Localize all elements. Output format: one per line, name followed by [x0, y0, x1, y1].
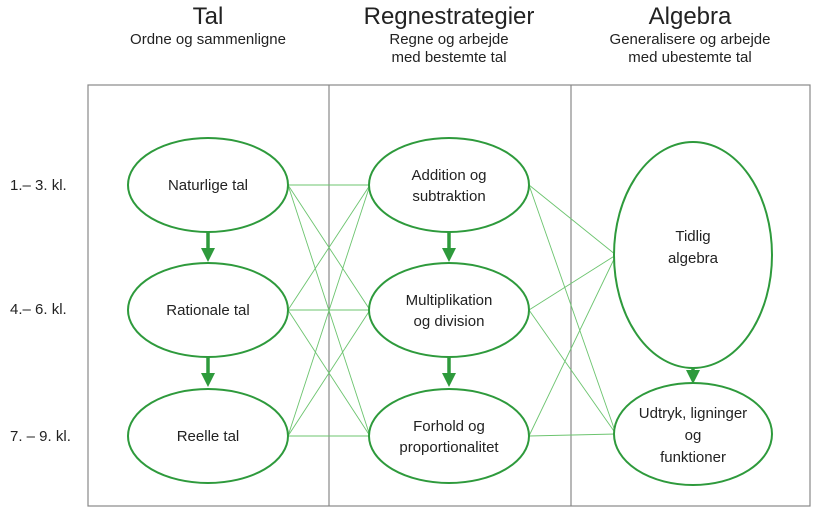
- column-subtitle-regnestrategier-1: Regne og arbejde: [389, 31, 508, 48]
- node-reelle-tal: Reelle tal: [127, 388, 289, 484]
- node-multiplikation-division: Multiplikation og division: [368, 262, 530, 358]
- node-udtryk-label-2: og: [685, 427, 702, 444]
- node-tidlig-algebra: Tidlig algebra: [613, 141, 773, 369]
- node-multiplikation-label-2: og division: [414, 313, 485, 330]
- connector-forhold-tidlig: [528, 254, 617, 437]
- node-tidlig-label-2: algebra: [668, 250, 719, 267]
- connector-addition-tidlig: [528, 184, 617, 256]
- connector-rationale-addition: [287, 184, 371, 311]
- connector-multiplikation-udtryk: [528, 309, 617, 435]
- row-label-1-3: 1.– 3. kl.: [10, 177, 67, 194]
- node-rationale-tal-label: Rationale tal: [166, 302, 249, 319]
- connector-addition-udtryk: [528, 184, 617, 435]
- node-forhold-label-2: proportionalitet: [399, 439, 499, 456]
- node-tidlig-label-1: Tidlig: [675, 228, 710, 245]
- connector-reelle-multiplikation: [287, 309, 371, 437]
- node-naturlige-tal-label: Naturlige tal: [168, 177, 248, 194]
- node-naturlige-tal: Naturlige tal: [127, 137, 289, 233]
- connector-reelle-addition: [287, 184, 371, 437]
- node-addition-label-1: Addition og: [411, 167, 486, 184]
- node-rationale-tal: Rationale tal: [127, 262, 289, 358]
- column-subtitle-algebra-1: Generalisere og arbejde: [610, 31, 771, 48]
- column-title-algebra: Algebra: [649, 3, 732, 30]
- column-subtitle-tal: Ordne og sammenligne: [130, 31, 286, 48]
- node-addition-label-2: subtraktion: [412, 188, 485, 205]
- diagram-frame: [87, 84, 811, 507]
- arrow-rationale-to-reelle: [201, 357, 215, 387]
- arrow-multiplikation-to-forhold: [442, 357, 456, 387]
- column-title-regnestrategier: Regnestrategier: [364, 3, 535, 30]
- node-udtryk-ligninger-funktioner: Udtryk, ligninger og funktioner: [613, 382, 773, 486]
- node-addition-subtraktion: Addition og subtraktion: [368, 137, 530, 233]
- node-udtryk-label-3: funktioner: [660, 449, 726, 466]
- arrow-naturlige-to-rationale: [201, 232, 215, 262]
- node-multiplikation-label-1: Multiplikation: [406, 292, 493, 309]
- column-subtitle-algebra-2: med ubestemte tal: [628, 49, 751, 66]
- column-subtitle-regnestrategier-2: med bestemte tal: [391, 49, 506, 66]
- column-title-tal: Tal: [193, 3, 224, 30]
- connector-multiplikation-tidlig: [528, 254, 617, 311]
- node-forhold-proportionalitet: Forhold og proportionalitet: [368, 388, 530, 484]
- connector-forhold-udtryk: [528, 433, 617, 437]
- row-label-4-6: 4.– 6. kl.: [10, 301, 67, 318]
- node-reelle-tal-label: Reelle tal: [177, 428, 240, 445]
- row-label-7-9: 7. – 9. kl.: [10, 428, 71, 445]
- node-forhold-label-1: Forhold og: [413, 418, 485, 435]
- connector-lines: [287, 184, 617, 437]
- node-udtryk-label-1: Udtryk, ligninger: [639, 405, 747, 422]
- arrow-addition-to-multiplikation: [442, 232, 456, 262]
